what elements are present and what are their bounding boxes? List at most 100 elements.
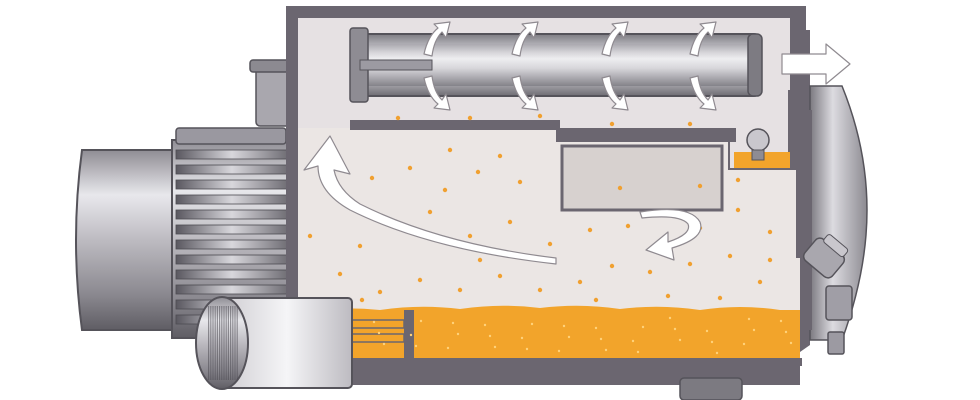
oil-speck: [641, 325, 645, 329]
oil-droplet: [665, 293, 671, 299]
fan-grille-slots: [208, 306, 238, 380]
motor-fin: [175, 149, 289, 160]
oil-droplet: [417, 277, 423, 283]
oil-droplet: [757, 279, 763, 285]
oil-droplet: [727, 253, 733, 259]
end-cover-plate: [808, 110, 812, 330]
filter-spindle: [359, 59, 433, 71]
oil-droplet: [617, 185, 623, 191]
motor-flange: [175, 127, 287, 145]
oil-bath: [300, 305, 800, 360]
oil-speck: [668, 316, 672, 320]
motor-fin: [175, 164, 289, 175]
oil-droplet: [609, 121, 615, 127]
oil-speck: [705, 329, 709, 333]
inlet-column: [298, 18, 350, 128]
oil-droplet: [467, 233, 473, 239]
grille-slot: [236, 306, 238, 380]
oil-speck: [673, 327, 677, 331]
motor-fin: [175, 179, 289, 190]
oil-droplet: [547, 241, 553, 247]
motor-end-cap: [75, 149, 176, 331]
oil-speck: [382, 342, 386, 346]
oil-droplet: [369, 175, 375, 181]
oil-droplet: [457, 287, 463, 293]
grille-slot: [234, 306, 236, 380]
oil-droplet: [442, 187, 448, 193]
oil-speck: [525, 347, 529, 351]
chamber-divider-wall: [350, 120, 560, 130]
pump-foot: [679, 377, 743, 400]
oil-speck: [419, 319, 423, 323]
motor: [75, 59, 299, 339]
oil-droplet: [507, 219, 513, 225]
oil-droplet: [587, 227, 593, 233]
fan-cowl: [195, 296, 353, 390]
oil-speck: [752, 328, 756, 332]
oil-droplet: [359, 297, 365, 303]
oil-droplet: [735, 207, 741, 213]
oil-sump: [298, 305, 802, 366]
filter-end-ring: [747, 33, 763, 97]
oil-speck: [715, 351, 719, 355]
grille-slot: [212, 306, 214, 380]
oil-droplet: [687, 121, 693, 127]
baffle-plate: [560, 144, 724, 212]
oil-droplet: [467, 115, 473, 121]
oil-speck: [567, 335, 571, 339]
oil-droplet: [517, 179, 523, 185]
oil-droplet: [767, 257, 773, 263]
oil-speck: [710, 340, 714, 344]
oil-speck: [562, 324, 566, 328]
motor-fin: [175, 269, 289, 280]
oil-speck: [599, 337, 603, 341]
grille-slot: [232, 306, 234, 380]
grille-slot: [221, 306, 223, 380]
oil-speck: [594, 326, 598, 330]
oil-droplet: [735, 177, 741, 183]
oil-speck: [557, 349, 561, 353]
oil-speck: [604, 348, 608, 352]
oil-droplet: [407, 165, 413, 171]
curved-arrow-icon: [639, 208, 702, 261]
oil-drain-plug: [827, 331, 845, 355]
oil-speck: [456, 332, 460, 336]
oil-speck: [372, 320, 376, 324]
oil-droplet: [475, 169, 481, 175]
curved-arrow-icon: [303, 135, 557, 265]
oil-speck: [446, 346, 450, 350]
grille-slot: [210, 306, 212, 380]
curved-arrow-icon: [423, 75, 451, 111]
oil-filler-plug: [802, 234, 849, 279]
grille-slot: [227, 306, 229, 380]
oil-speck: [409, 333, 413, 337]
oil-speck: [747, 317, 751, 321]
oil-speck: [483, 323, 487, 327]
motor-fin: [175, 224, 289, 235]
oil-level-gauge: [825, 285, 853, 321]
oil-speck: [784, 330, 788, 334]
curved-arrow-icon: [423, 21, 451, 57]
oil-droplet: [447, 147, 453, 153]
oil-droplet: [497, 153, 503, 159]
oil-speck: [414, 344, 418, 348]
oil-droplet: [537, 113, 543, 119]
curved-arrow-icon: [511, 21, 539, 57]
oil-droplet: [377, 289, 383, 295]
oil-droplet: [687, 261, 693, 267]
curved-arrow-icon: [689, 75, 717, 111]
oil-droplet: [537, 287, 543, 293]
curved-arrow-icon: [601, 21, 629, 57]
oil-speck: [520, 336, 524, 340]
grille-slot: [216, 306, 218, 380]
oil-droplet: [477, 257, 483, 263]
oil-droplet: [697, 183, 703, 189]
oil-droplet: [767, 229, 773, 235]
oil-speck: [678, 338, 682, 342]
grille-slot: [230, 306, 232, 380]
oil-speck: [631, 339, 635, 343]
oil-speck: [377, 331, 381, 335]
oil-droplet: [647, 269, 653, 275]
